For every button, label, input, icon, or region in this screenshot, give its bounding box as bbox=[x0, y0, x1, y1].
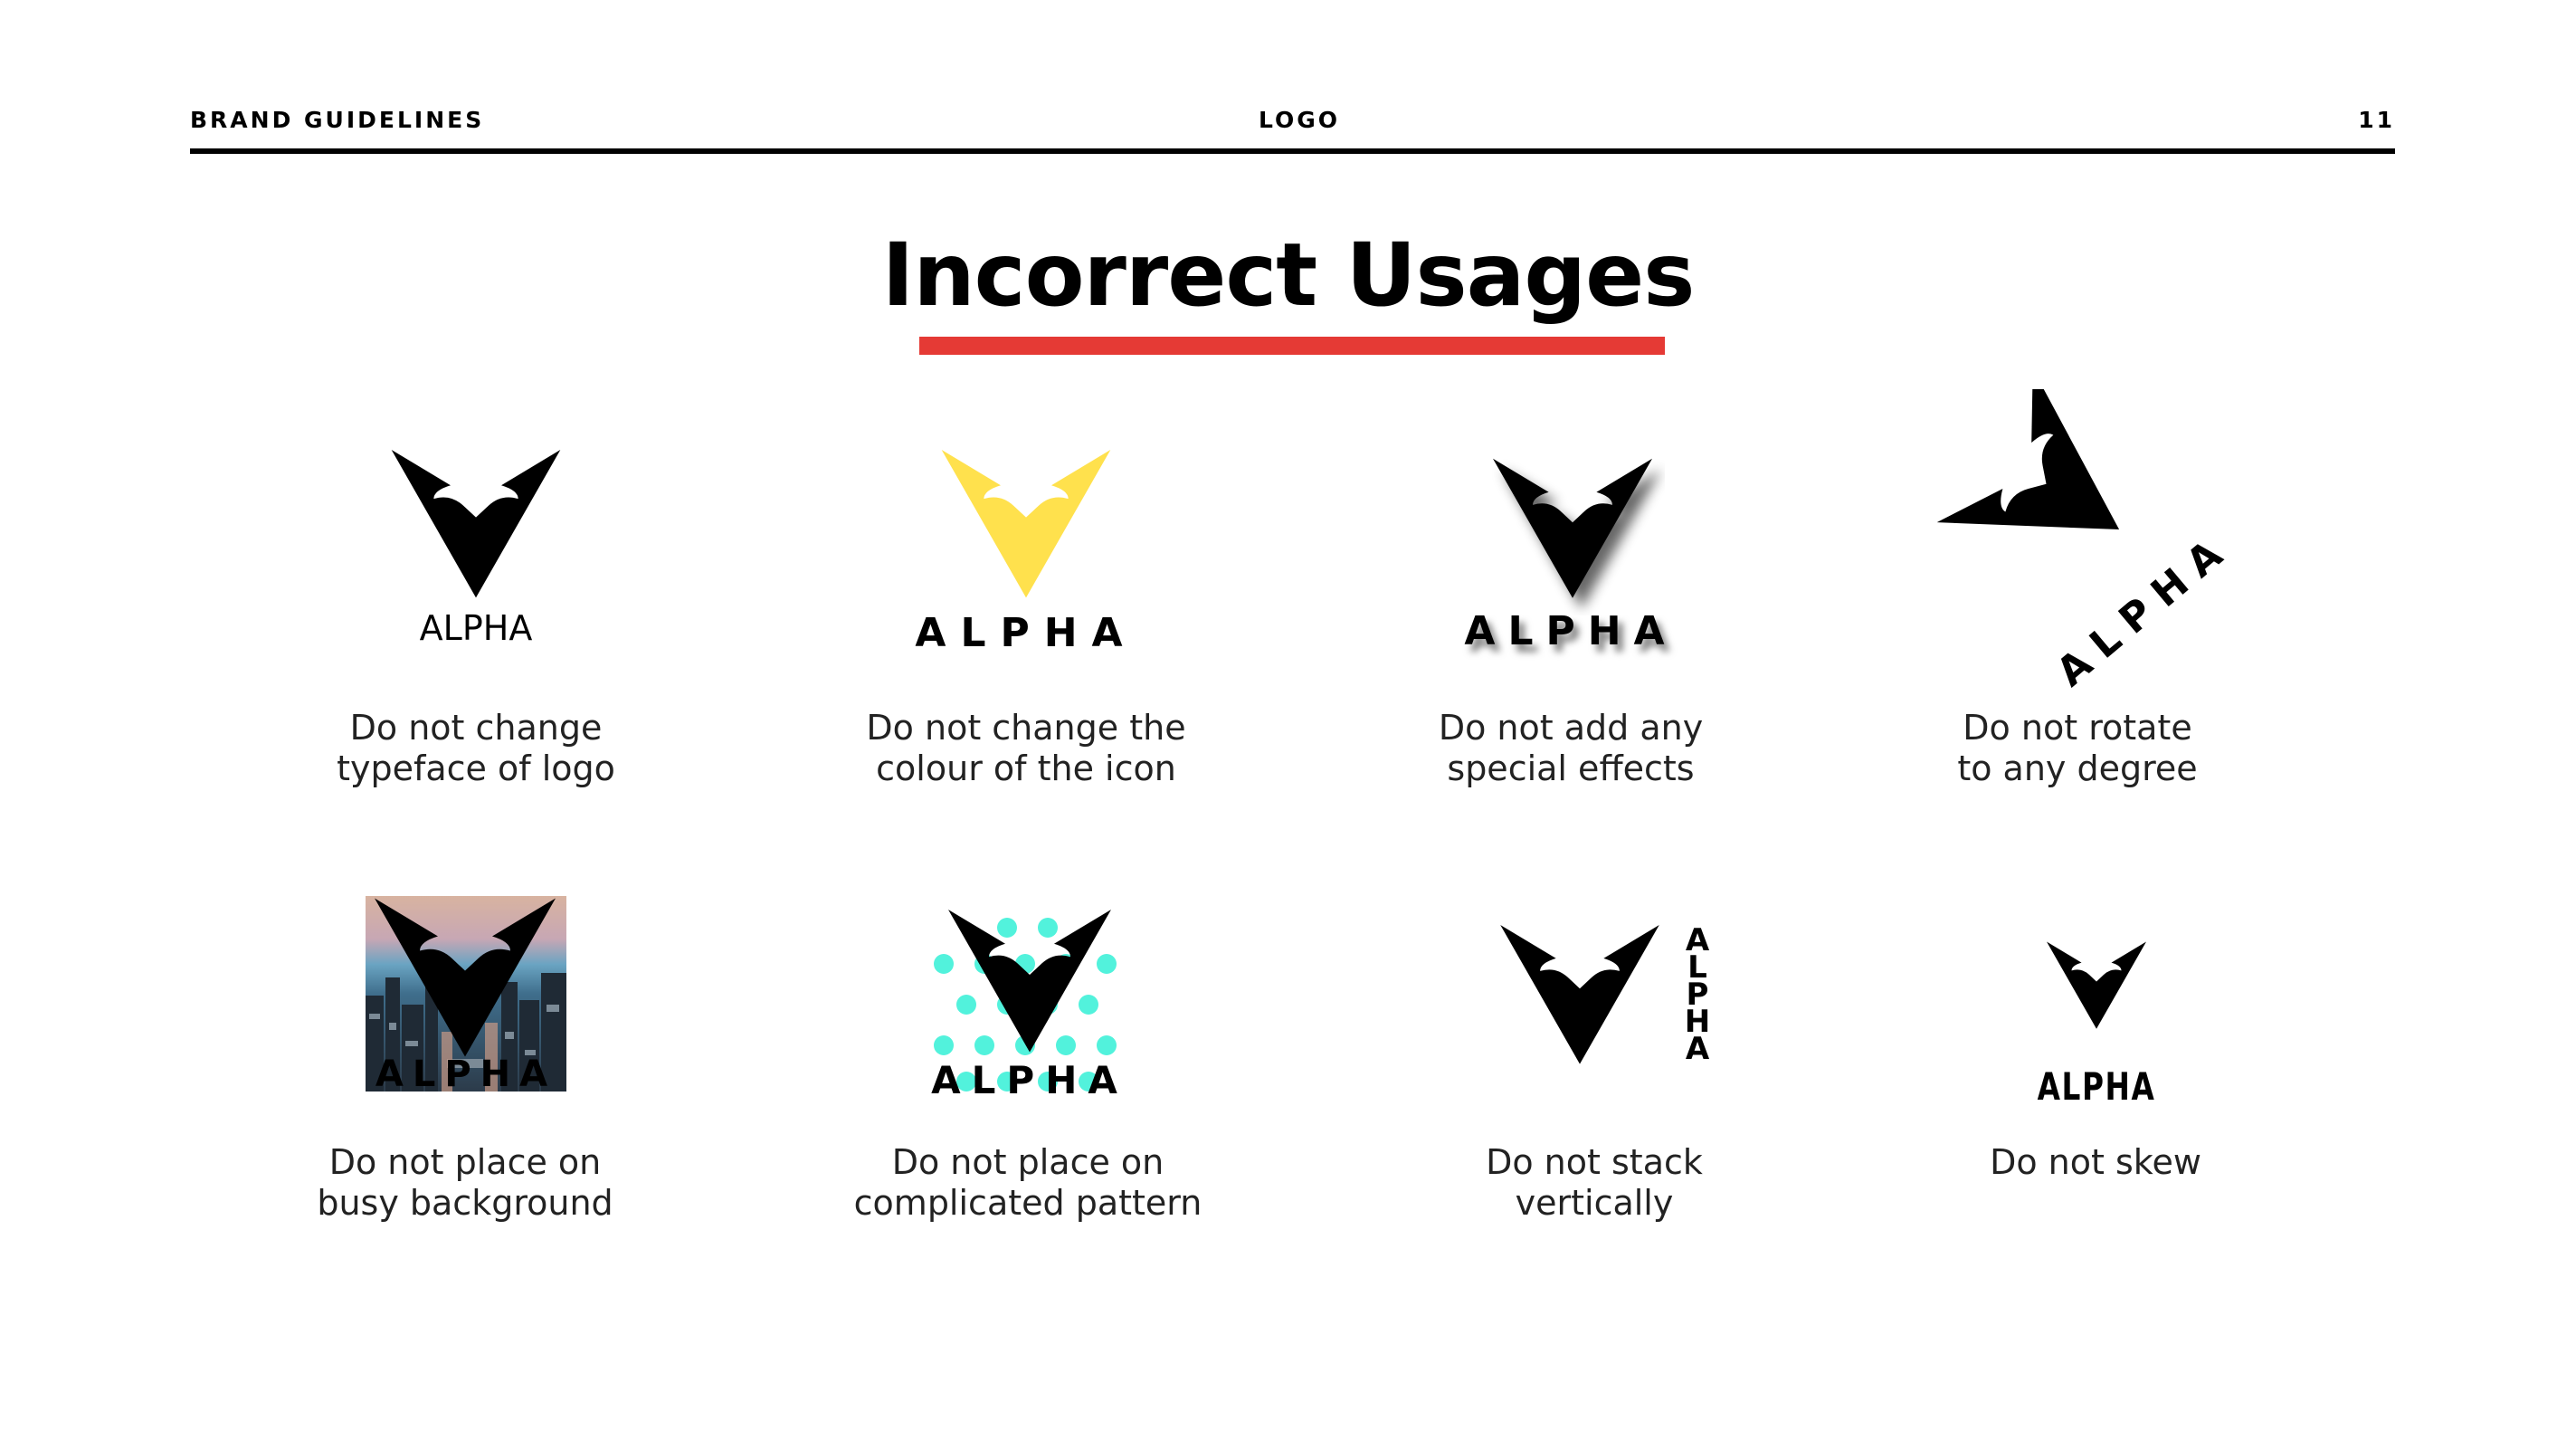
alpha-v-logo bbox=[1493, 458, 1652, 598]
section-label: LOGO bbox=[1259, 107, 1341, 133]
page-number: 11 bbox=[2358, 107, 2395, 133]
alpha-v-logo-skewed bbox=[2047, 941, 2146, 1029]
city-photo-background: ALPHA bbox=[366, 896, 566, 1092]
title-underline bbox=[919, 337, 1665, 355]
page-header: BRAND GUIDELINES LOGO 11 bbox=[0, 0, 2576, 163]
alpha-v-logo bbox=[941, 450, 1111, 598]
alpha-v-logo bbox=[391, 450, 561, 598]
usage-caption: Do not stack vertically bbox=[1486, 1142, 1703, 1223]
usage-caption: Do not place on busy background bbox=[317, 1142, 613, 1223]
dot-pattern-background: ALPHA bbox=[931, 910, 1128, 1100]
alpha-v-logo bbox=[1500, 925, 1659, 1064]
header-rule bbox=[190, 148, 2395, 154]
usage-caption: Do not add any special effects bbox=[1438, 708, 1704, 788]
usage-caption: Do not skew bbox=[1990, 1142, 2201, 1182]
usage-caption: Do not place on complicated pattern bbox=[853, 1142, 1202, 1223]
usage-caption: Do not change typeface of logo bbox=[337, 708, 615, 788]
usage-caption: Do not rotate to any degree bbox=[1957, 708, 2198, 788]
logo-wordmark: ALPHA bbox=[2037, 1064, 2156, 1109]
brand-guidelines-label: BRAND GUIDELINES bbox=[190, 107, 485, 133]
logo-wordmark-vertical: ALPHA bbox=[1684, 922, 1711, 1067]
usage-caption: Do not change the colour of the icon bbox=[866, 708, 1186, 788]
logo-wordmark: ALPHA bbox=[1464, 608, 1678, 654]
logo-wordmark: ALPHA bbox=[915, 610, 1137, 656]
page-title: Incorrect Usages bbox=[881, 224, 1696, 326]
logo-wordmark: ALPHA bbox=[419, 608, 533, 648]
logo-wordmark: ALPHA bbox=[931, 1058, 1128, 1100]
logo-wordmark: ALPHA bbox=[375, 1053, 556, 1092]
